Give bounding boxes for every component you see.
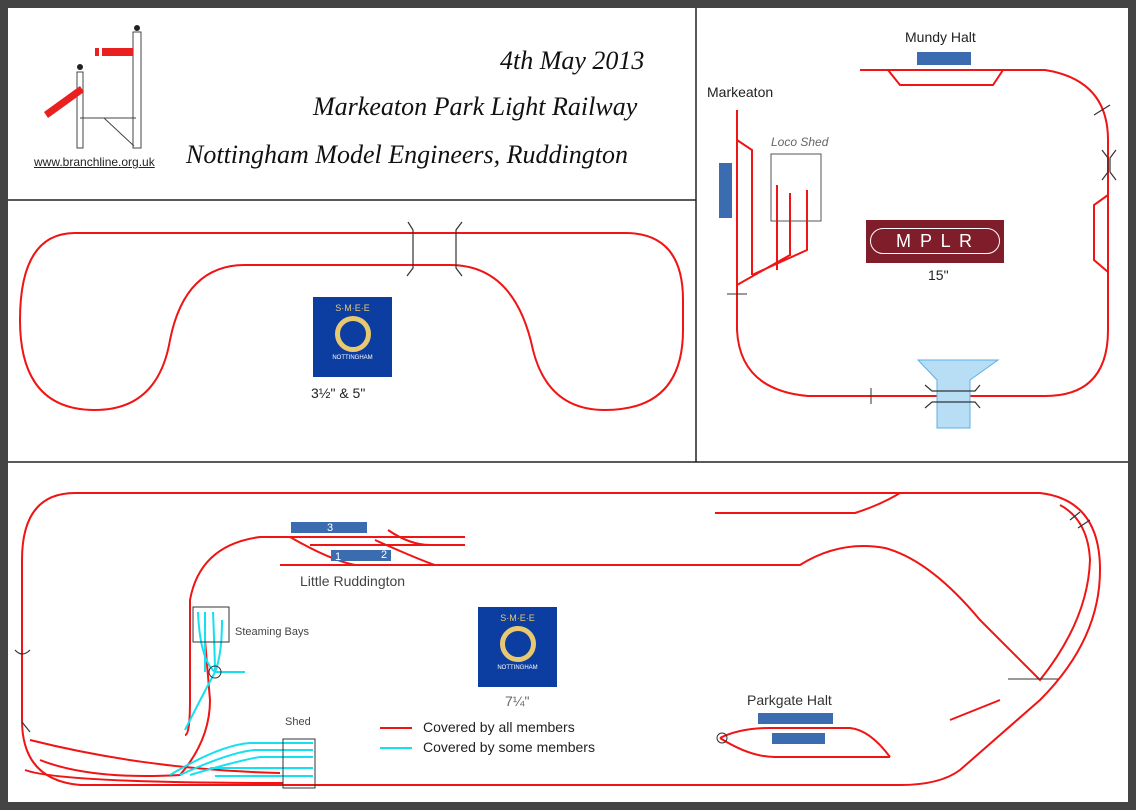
platform bbox=[772, 733, 825, 744]
shed-tracks bbox=[169, 742, 313, 777]
signal-logo-icon bbox=[44, 25, 142, 149]
track-diagram bbox=[8, 8, 1128, 789]
station-label: Markeaton bbox=[707, 84, 774, 100]
platform bbox=[758, 713, 833, 724]
track-lower bbox=[24, 639, 284, 784]
platform bbox=[719, 163, 732, 218]
track-siding bbox=[715, 492, 901, 514]
date: 4th May 2013 bbox=[500, 46, 645, 75]
logo-text: NOTTINGHAM bbox=[497, 665, 538, 671]
logo-text: NOTTINGHAM bbox=[332, 355, 373, 361]
legend-label-some: Covered by some members bbox=[423, 739, 595, 755]
platform-3 bbox=[291, 522, 367, 533]
shed-label: Loco Shed bbox=[771, 135, 829, 149]
track-loop-large bbox=[21, 492, 1102, 786]
bridge-icon bbox=[14, 511, 1091, 733]
mundy-halt-loop bbox=[887, 69, 1004, 86]
title-club: Nottingham Model Engineers, Ruddington bbox=[186, 140, 628, 169]
station-label: Parkgate Halt bbox=[747, 692, 832, 708]
mplr-sign: M P L R bbox=[866, 220, 1004, 263]
turntable-icon bbox=[208, 665, 222, 679]
shed-box bbox=[282, 738, 316, 789]
turntable-icon bbox=[716, 732, 728, 744]
legend-label-all: Covered by all members bbox=[423, 719, 575, 735]
track-loop-mplr bbox=[736, 69, 1109, 397]
logo-text: S·M·E·E bbox=[335, 303, 370, 313]
platform-1-2 bbox=[331, 550, 391, 561]
platform-number: 1 bbox=[335, 551, 342, 563]
platform-number: 2 bbox=[381, 549, 388, 561]
mplr-sign-text: M P L R bbox=[870, 228, 1000, 254]
title-railway: Markeaton Park Light Railway bbox=[313, 92, 638, 121]
loco-shed-box bbox=[770, 153, 822, 222]
gauge-label: 7¼" bbox=[505, 693, 530, 709]
platform bbox=[917, 52, 971, 65]
gauge-label: 15" bbox=[928, 267, 949, 283]
track-inner-main bbox=[280, 504, 1092, 682]
water-stream bbox=[916, 359, 1000, 429]
logo-text: S·M·E·E bbox=[500, 613, 535, 623]
smee-logo: S·M·E·E NOTTINGHAM bbox=[478, 607, 557, 687]
gear-icon bbox=[334, 316, 371, 352]
gauge-label: 3½" & 5" bbox=[311, 385, 366, 401]
bridge-icon bbox=[1093, 104, 1117, 181]
passing-loop bbox=[1093, 194, 1109, 273]
website-link[interactable]: www.branchline.org.uk bbox=[34, 155, 155, 169]
station-label: Mundy Halt bbox=[905, 29, 976, 45]
shed-label: Shed bbox=[285, 716, 311, 728]
track-loop-small bbox=[18, 232, 684, 412]
track-plan-sheet: 4th May 2013 Markeaton Park Light Railwa… bbox=[8, 8, 1128, 802]
smee-logo: S·M·E·E NOTTINGHAM bbox=[313, 297, 392, 377]
little-ruddington-lines bbox=[184, 529, 465, 736]
steaming-bays-box bbox=[192, 606, 230, 643]
station-label: Little Ruddington bbox=[300, 573, 406, 589]
bridge-icon bbox=[406, 221, 463, 277]
gear-icon bbox=[499, 626, 536, 662]
steaming-bays-label: Steaming Bays bbox=[235, 626, 309, 638]
markeaton-sidings bbox=[736, 139, 808, 286]
parkgate-halt-lines bbox=[719, 699, 1001, 758]
platform-number: 3 bbox=[327, 522, 334, 534]
bridge-icon bbox=[924, 384, 981, 409]
